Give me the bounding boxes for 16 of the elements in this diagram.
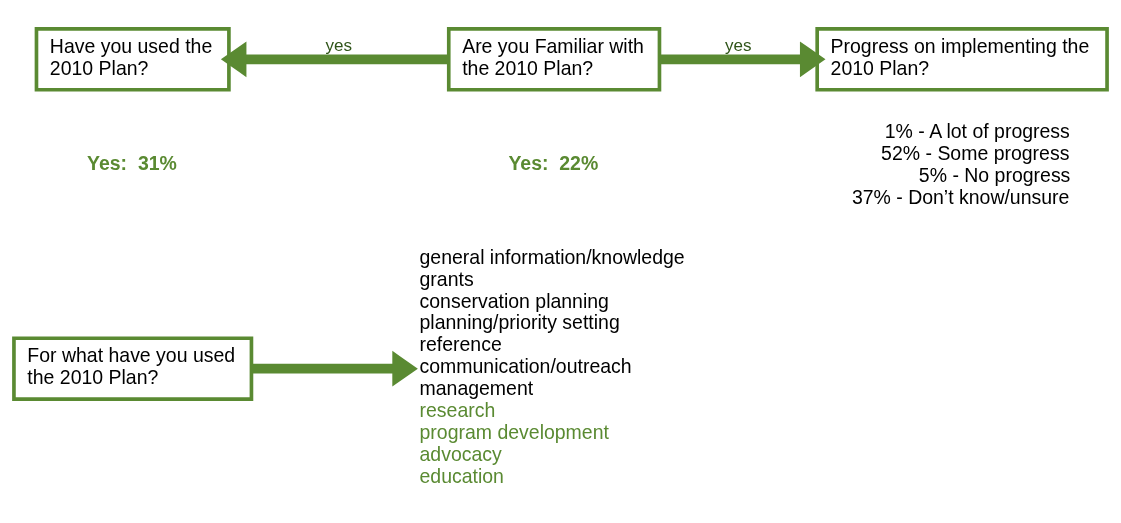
node-label: 52% - Some progress: [881, 142, 1070, 165]
node-text: general information/knowledge grants conservation planning planning/priority setting reference communication/outreach management research program development advocacy education: [419, 245, 685, 487]
node-label: 5% - No progress: [918, 164, 1071, 187]
edge-label: yes: [325, 36, 352, 56]
arrow: [251, 350, 418, 387]
node-label: Yes: 22%: [508, 151, 599, 174]
node-box: Progress on implementing the 2010 Plan?: [815, 27, 1109, 92]
node-box: Have you used the 2010 Plan?: [34, 27, 231, 92]
edge-label: yes: [724, 36, 752, 56]
node-label: Yes: 31%: [87, 151, 177, 174]
node-box: Are you Familiar with the 2010 Plan?: [446, 27, 662, 92]
node-box: For what have you used the 2010 Plan?: [12, 336, 254, 401]
node-label: 37% - Don’t know/unsure: [851, 186, 1070, 209]
arrow: [659, 41, 826, 78]
arrow: [220, 41, 449, 78]
node-label: 1% - A lot of progress: [884, 120, 1070, 143]
